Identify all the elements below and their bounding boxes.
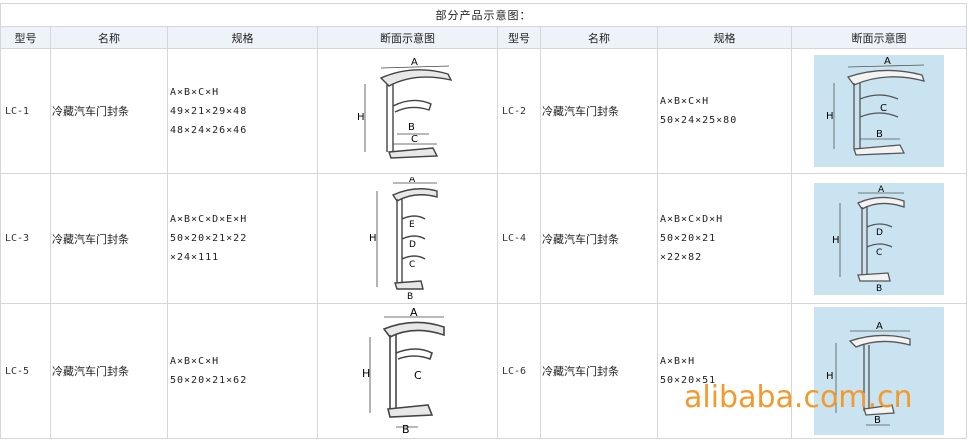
dim-label: H (826, 371, 834, 382)
model-cell: LC-3 (0, 173, 51, 304)
name-cell: 冷藏汽车门封条 (50, 303, 168, 439)
spec-line: 50×24×25×80 (660, 115, 738, 126)
section-diagram-lc5: A H C B (362, 307, 445, 435)
dim-label: C (409, 260, 415, 270)
dim-label: B (407, 292, 413, 301)
spec-cell: A×B×C×D×H 50×20×21 ×22×82 (657, 173, 792, 304)
spec-cell: A×B×H 50×20×51 (657, 303, 792, 439)
table-row: LC-1 冷藏汽车门封条 A×B×C×H 49×21×29×48 48×24×2… (0, 48, 967, 174)
dim-label: A (411, 57, 418, 68)
spec-line: ×24×111 (170, 252, 220, 263)
dim-label: H (369, 233, 377, 244)
header-model: 型号 (0, 26, 51, 49)
section-diagram-lc2: A H C B (814, 55, 944, 167)
model-cell: LC-1 (0, 48, 51, 174)
diagram-cell: A H D C B (791, 173, 967, 304)
spec-cell: A×B×C×D×E×H 50×20×21×22 ×24×111 (167, 173, 318, 304)
header-diagram: 断面示意图 (317, 26, 498, 49)
section-diagram-lc1: A H B C (357, 57, 452, 159)
name-cell: 冷藏汽车门封条 (540, 48, 658, 174)
dim-label: C (876, 248, 882, 258)
spec-cell: A×B×C×H 50×20×21×62 (167, 303, 318, 439)
dim-label: H (826, 111, 834, 122)
dim-label: A (884, 56, 891, 67)
name-cell: 冷藏汽车门封条 (50, 48, 168, 174)
spec-line: 50×20×21×22 (170, 233, 248, 244)
header-name: 名称 (50, 26, 168, 49)
diagram-cell: A H E D C B (317, 173, 498, 304)
dim-label: A (409, 177, 416, 185)
name-cell: 冷藏汽车门封条 (540, 303, 658, 439)
spec-line: 50×20×21 (660, 233, 717, 244)
dim-label: B (402, 423, 410, 435)
spec-cell: A×B×C×H 49×21×29×48 48×24×26×46 (167, 48, 318, 174)
diagram-cell: A H B C (317, 48, 498, 174)
model-cell: LC-2 (497, 48, 541, 174)
header-name: 名称 (540, 26, 658, 49)
spec-line: A×B×C×D×E×H (170, 214, 248, 225)
spec-line: 50×20×51 (660, 375, 717, 386)
header-diagram: 断面示意图 (791, 26, 967, 49)
dim-label: B (408, 122, 415, 133)
table-row: LC-5 冷藏汽车门封条 A×B×C×H 50×20×21×62 A H C (0, 303, 967, 439)
table-row: LC-3 冷藏汽车门封条 A×B×C×D×E×H 50×20×21×22 ×24… (0, 173, 967, 304)
dim-label: B (876, 129, 883, 140)
spec-line: A×B×C×D×H (660, 214, 724, 225)
dim-label: D (876, 228, 883, 238)
spec-line: 48×24×26×46 (170, 124, 248, 136)
header-spec: 规格 (657, 26, 792, 49)
spec-line: A×B×C×H (170, 86, 220, 98)
dim-label: E (409, 220, 415, 230)
spec-line: ×22×82 (660, 252, 703, 263)
dim-label: H (357, 112, 365, 123)
page-title: 部分产品示意图： (0, 3, 967, 27)
spec-line: A×B×C×H (660, 96, 710, 107)
diagram-cell: A H B (791, 303, 967, 439)
dim-label: C (880, 103, 887, 114)
dim-label: B (874, 415, 881, 426)
dim-label: A (876, 321, 883, 332)
diagram-cell: A H C B (791, 48, 967, 174)
spec-cell: A×B×C×H 50×24×25×80 (657, 48, 792, 174)
spec-line: A×B×C×H (170, 356, 220, 367)
section-diagram-lc3: A H E D C B (369, 177, 438, 301)
dim-label: H (362, 367, 370, 380)
name-cell: 冷藏汽车门封条 (540, 173, 658, 304)
product-table: 部分产品示意图： 型号 名称 规格 断面示意图 型号 名称 规格 断面示意图 L… (0, 3, 967, 439)
spec-line: 50×20×21×62 (170, 375, 248, 386)
dim-label: B (876, 284, 882, 294)
model-cell: LC-6 (497, 303, 541, 439)
watermark: alibaba.com.cn (684, 380, 913, 415)
model-cell: LC-5 (0, 303, 51, 439)
model-cell: LC-4 (497, 173, 541, 304)
dim-label: A (878, 185, 885, 195)
table-header-row: 型号 名称 规格 断面示意图 型号 名称 规格 断面示意图 (0, 26, 967, 49)
dim-label: H (832, 235, 840, 246)
dim-label: C (411, 134, 418, 145)
section-diagram-lc6: A H B (814, 307, 944, 435)
header-spec: 规格 (167, 26, 318, 49)
name-cell: 冷藏汽车门封条 (50, 173, 168, 304)
dim-label: A (410, 307, 418, 319)
header-model: 型号 (497, 26, 541, 49)
section-diagram-lc4: A H D C B (814, 182, 944, 295)
dim-label: D (409, 240, 416, 250)
diagram-cell: A H C B (317, 303, 498, 439)
dim-label: C (414, 369, 422, 382)
spec-line: 49×21×29×48 (170, 105, 248, 117)
spec-line: A×B×H (660, 356, 696, 367)
